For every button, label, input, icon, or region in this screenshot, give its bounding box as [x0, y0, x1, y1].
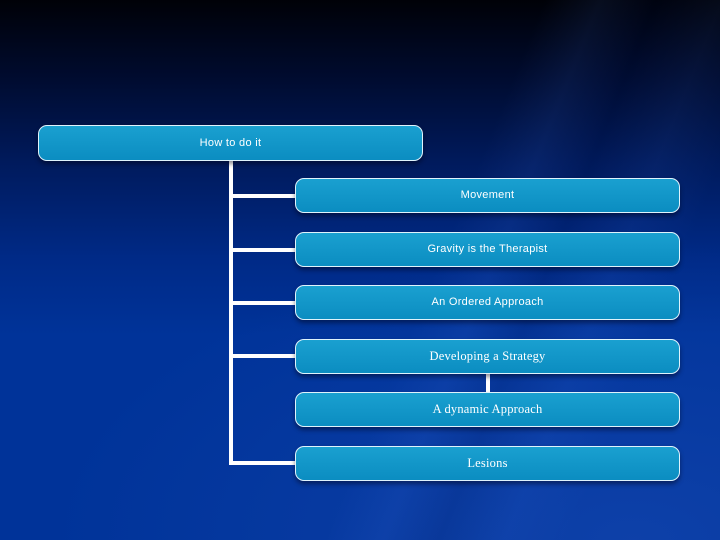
connector-strategy-to-dynamic: [486, 373, 490, 393]
node-strategy-label: Developing a Strategy: [429, 348, 546, 363]
node-movement: Movement: [295, 178, 680, 213]
connector-trunk: [229, 160, 233, 465]
node-ordered-label: An Ordered Approach: [431, 296, 544, 309]
connector-branch-movement: [231, 194, 295, 198]
node-how-to-do-it-label: How to do it: [199, 136, 262, 149]
node-lesions: Lesions: [295, 446, 680, 481]
node-gravity-is-the-therapist: Gravity is the Therapist: [295, 232, 680, 267]
node-movement-label: Movement: [460, 189, 515, 202]
connector-branch-lesions: [231, 461, 295, 465]
node-how-to-do-it: How to do it: [38, 125, 423, 161]
node-dynamic-label: A dynamic Approach: [432, 401, 543, 416]
node-lesions-label: Lesions: [467, 455, 508, 470]
connector-branch-ordered: [231, 301, 295, 305]
node-a-dynamic-approach: A dynamic Approach: [295, 392, 680, 427]
node-gravity-label: Gravity is the Therapist: [427, 243, 548, 256]
connector-branch-strategy: [231, 354, 295, 358]
node-an-ordered-approach: An Ordered Approach: [295, 285, 680, 320]
node-developing-a-strategy: Developing a Strategy: [295, 339, 680, 374]
connector-branch-gravity: [231, 248, 295, 252]
